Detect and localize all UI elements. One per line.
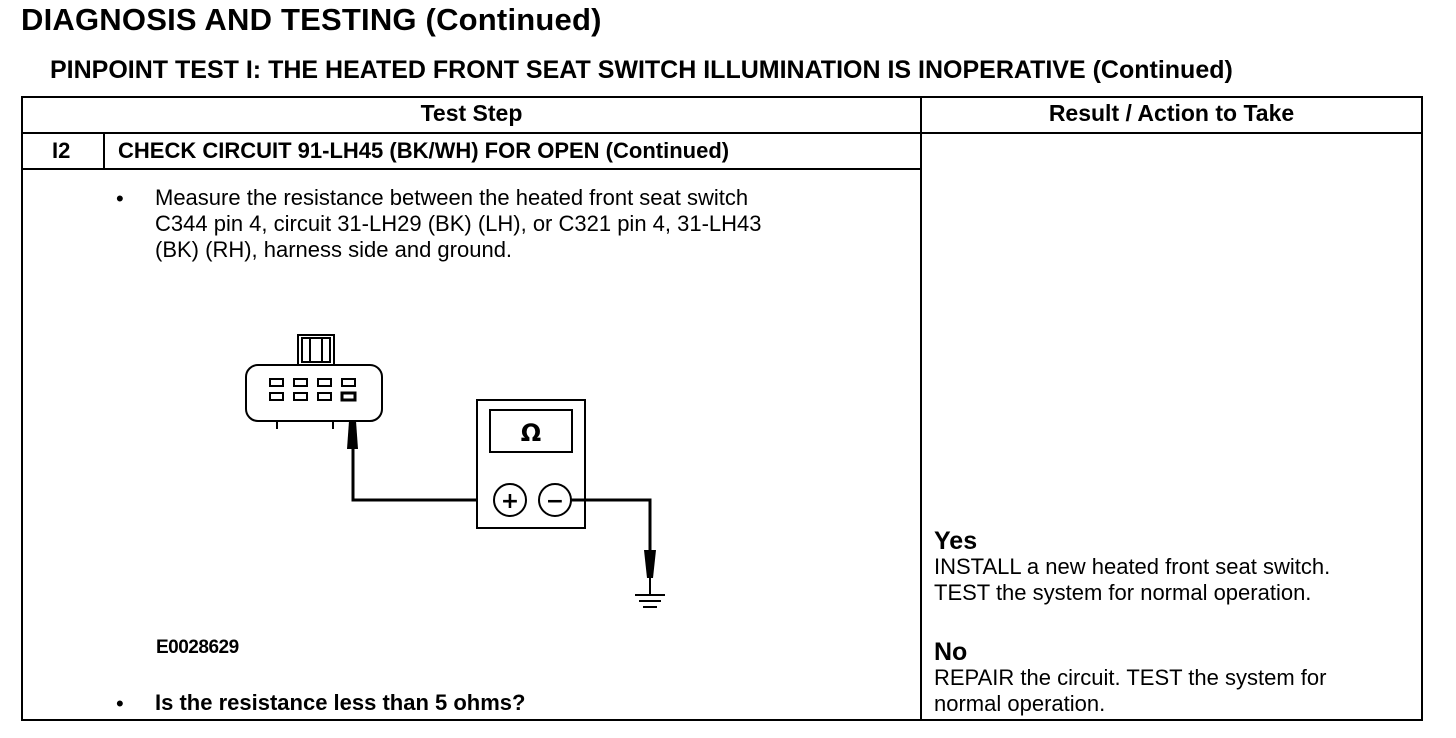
page-title: DIAGNOSIS AND TESTING (Continued) [21, 2, 602, 37]
section-title: PINPOINT TEST I: THE HEATED FRONT SEAT S… [50, 56, 1233, 84]
bullet-marker: • [116, 186, 124, 211]
result-no-label: No [934, 638, 968, 666]
negative-test-lead [571, 498, 652, 550]
step-id-divider [103, 132, 105, 170]
ohm-symbol: Ω [521, 419, 541, 447]
step-instruction: Measure the resistance between the heate… [155, 185, 762, 263]
positive-test-lead [351, 449, 492, 502]
table-bottom-border [21, 719, 1423, 721]
positive-probe-icon [347, 421, 358, 449]
result-line: TEST the system for normal operation. [934, 580, 1312, 605]
bullet-marker: • [116, 691, 124, 716]
instruction-line: Measure the resistance between the heate… [155, 185, 749, 210]
header-result: Result / Action to Take [1048, 100, 1295, 126]
result-yes-label: Yes [934, 527, 978, 555]
figure-id: E0028629 [156, 637, 239, 658]
table-left-border [21, 96, 23, 721]
column-divider [920, 96, 922, 721]
connector-c344-icon [245, 334, 383, 429]
table-top-border [21, 96, 1423, 98]
step-title: CHECK CIRCUIT 91-LH45 (BK/WH) FOR OPEN (… [118, 138, 730, 163]
ground-icon [635, 578, 665, 608]
step-id: I2 [52, 138, 71, 163]
header-test-step: Test Step [420, 100, 523, 126]
plus-symbol: + [501, 489, 519, 514]
multimeter-icon [476, 399, 586, 529]
step-question: Is the resistance less than 5 ohms? [155, 690, 526, 715]
step-title-divider [21, 168, 922, 170]
instruction-line: (BK) (RH), harness side and ground. [155, 237, 513, 262]
result-line: INSTALL a new heated front seat switch. [934, 554, 1331, 579]
result-line: REPAIR the circuit. TEST the system for [934, 665, 1327, 690]
result-yes-action: INSTALL a new heated front seat switch. … [934, 554, 1330, 606]
header-divider [21, 132, 1423, 134]
minus-symbol: − [546, 489, 564, 514]
result-line: normal operation. [934, 691, 1106, 716]
result-no-action: REPAIR the circuit. TEST the system for … [934, 665, 1326, 717]
instruction-line: C344 pin 4, circuit 31-LH29 (BK) (LH), o… [155, 211, 762, 236]
table-right-border [1421, 96, 1423, 721]
positive-terminal-icon [493, 483, 527, 517]
resistance-test-diagram: Ω + − [245, 334, 665, 608]
negative-probe-icon [644, 550, 656, 578]
